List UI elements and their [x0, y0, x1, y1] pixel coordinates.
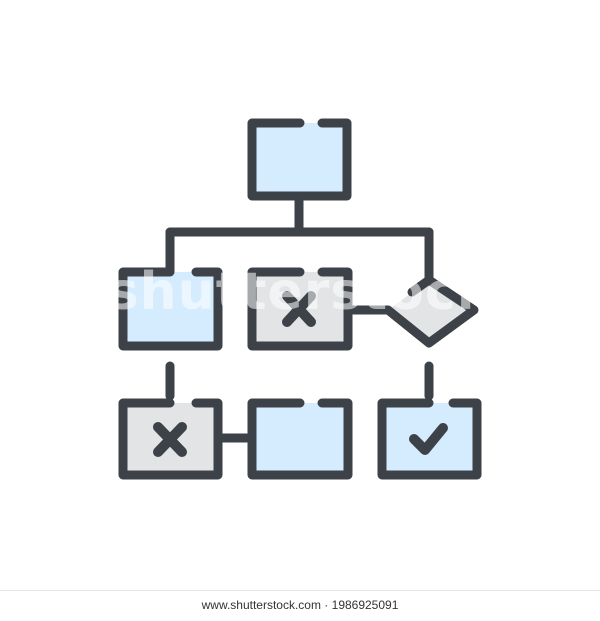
check-icon	[409, 423, 448, 455]
node-bottom-left-box	[118, 398, 223, 480]
image-credit-footer: www.shutterstock.com · 1986925091	[0, 590, 600, 621]
node-mid-center-outline	[247, 267, 353, 351]
flowchart-diagram	[118, 118, 482, 480]
node-decision-diamond	[383, 275, 479, 348]
node-bottom-center-box	[247, 398, 353, 480]
node-bottom-left-outline	[118, 398, 223, 480]
node-bottom-right-outline	[377, 398, 482, 480]
node-decision-fill	[388, 280, 474, 343]
node-bottom-right-box	[377, 398, 482, 480]
node-mid-left-outline	[118, 267, 223, 351]
node-top-fill	[252, 123, 347, 196]
node-decision-outline	[383, 275, 479, 348]
cross-icon	[153, 422, 187, 457]
node-bottom-center-outline	[247, 398, 353, 480]
cross-icon	[282, 291, 316, 327]
node-top-box	[247, 118, 352, 201]
node-mid-left-fill	[123, 272, 218, 346]
node-top-outline	[247, 118, 352, 201]
node-bottom-center-fill	[252, 403, 348, 475]
flowchart-illustration: shutterstock	[118, 118, 482, 480]
node-mid-center-box	[247, 267, 353, 351]
node-mid-left-box	[118, 267, 223, 351]
